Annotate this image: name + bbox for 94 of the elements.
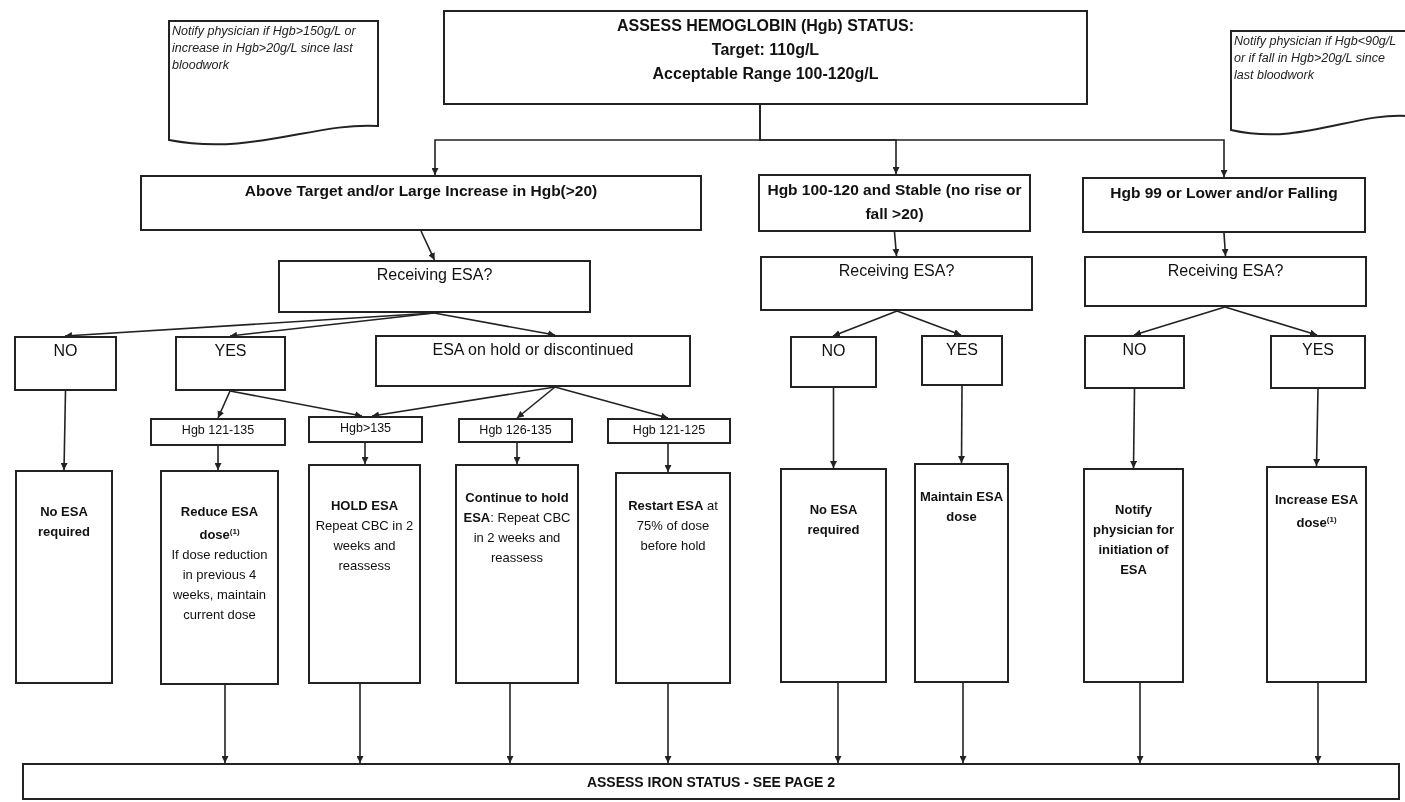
range-label: Hgb>135 [339, 420, 392, 436]
action-box [615, 472, 731, 684]
action-box [308, 464, 421, 684]
action-text: Restart ESA at 75% of dose before hold [627, 497, 719, 555]
action-box [914, 463, 1009, 683]
arrow [229, 390, 363, 419]
action-text: Repeat CBC in 2 weeks and reassess [314, 517, 415, 575]
arrow [513, 442, 521, 465]
answer-label: YES [214, 341, 247, 361]
target-text: Acceptable Range 100-120g/L [652, 64, 879, 84]
action-box [160, 470, 279, 685]
heading-text: ASSESS HEMOGLOBIN (Hgb) STATUS: [616, 16, 915, 36]
target-text: Target: 110g/L [711, 40, 820, 60]
arrow [60, 390, 68, 471]
range-box [150, 418, 286, 446]
action-text: No ESA required [37, 503, 91, 541]
arrow [958, 385, 966, 464]
arrow [664, 683, 672, 764]
answer-box [921, 335, 1003, 386]
arrow [214, 445, 222, 471]
action-box [1266, 466, 1367, 683]
question-text: Receiving ESA? [838, 261, 955, 281]
process-box [758, 174, 1031, 232]
note-text: Notify physician if Hgb>150g/L or increase in Hgb>20g/L since last bloodwork [172, 23, 357, 74]
arrow [361, 442, 369, 465]
arrow [1314, 682, 1322, 764]
arrow [759, 104, 1228, 178]
answer-box [14, 336, 117, 391]
decision-box [760, 256, 1033, 311]
answer-box [175, 336, 286, 391]
action-box [1083, 468, 1184, 683]
answer-box [1084, 335, 1185, 389]
range-box [308, 416, 423, 443]
decision-box [1084, 256, 1367, 307]
arrow [1136, 682, 1144, 764]
arrow [371, 386, 556, 419]
branch-label: Above Target and/or Large Increase in Hgb(>20) [244, 181, 598, 201]
action-text: Reduce ESA dose$^{(1)}$ [179, 503, 260, 545]
action-text: Increase ESA dose$^{(1)}$ [1273, 491, 1360, 533]
branch-label: Hgb 100-120 and Stable (no rise or fall >20) [766, 180, 1023, 224]
action-box [455, 464, 579, 684]
question-text: Receiving ESA? [376, 265, 493, 285]
answer-box [375, 335, 691, 387]
arrow [834, 682, 842, 764]
note-text: Notify physician if Hgb<90g/L or if fall in Hgb>20g/L since last bloodwork [1234, 33, 1398, 84]
arrow [433, 312, 556, 338]
action-text: Maintain ESA dose [919, 488, 1004, 526]
action-text: Notify physician for initiation of ESA [1092, 501, 1175, 579]
answer-box [1270, 335, 1366, 389]
arrow [221, 684, 229, 764]
answer-box [790, 336, 877, 388]
arrow [554, 386, 669, 420]
process-box [140, 175, 702, 231]
arrow [664, 443, 672, 473]
arrow [229, 312, 435, 339]
process-box [22, 763, 1400, 800]
arrow [1313, 388, 1321, 467]
arrow [356, 683, 364, 764]
action-box [15, 470, 113, 684]
answer-label: NO [821, 341, 846, 361]
arrow [516, 386, 556, 419]
range-box [458, 418, 573, 443]
arrow [1224, 306, 1318, 337]
arrow [896, 310, 962, 336]
range-label: Hgb 126-135 [479, 422, 552, 438]
decision-box [278, 260, 591, 313]
arrow [217, 390, 231, 419]
action-box [780, 468, 887, 683]
arrow [830, 387, 837, 469]
range-box [607, 418, 731, 444]
footer-text: ASSESS IRON STATUS - SEE PAGE 2 [586, 773, 836, 790]
range-label: Hgb 121-135 [181, 422, 255, 438]
action-text: No ESA required [806, 501, 861, 539]
arrow [959, 682, 967, 764]
answer-label: NO [53, 341, 78, 361]
arrow [506, 683, 514, 764]
range-label: Hgb 121-125 [632, 422, 706, 438]
action-text: HOLD ESA [330, 497, 399, 515]
branch-label: Hgb 99 or Lower and/or Falling [1110, 183, 1338, 203]
question-text: Receiving ESA? [1167, 261, 1284, 281]
answer-label: ESA on hold or discontinued [432, 340, 634, 360]
answer-label: YES [946, 340, 978, 360]
arrow [1133, 306, 1226, 337]
process-box [443, 10, 1088, 105]
arrow [420, 230, 436, 261]
process-box [1082, 177, 1366, 233]
answer-label: NO [1122, 340, 1147, 360]
answer-label: YES [1302, 340, 1334, 360]
arrow [892, 231, 900, 257]
arrow [1130, 388, 1138, 469]
action-text: If dose reduction in previous 4 weeks, maintain current dose [170, 546, 269, 625]
action-text: Continue to hold ESA: Repeat CBC in 2 weeks and reassess [462, 489, 572, 567]
arrow [1221, 232, 1229, 257]
arrow [832, 310, 898, 337]
